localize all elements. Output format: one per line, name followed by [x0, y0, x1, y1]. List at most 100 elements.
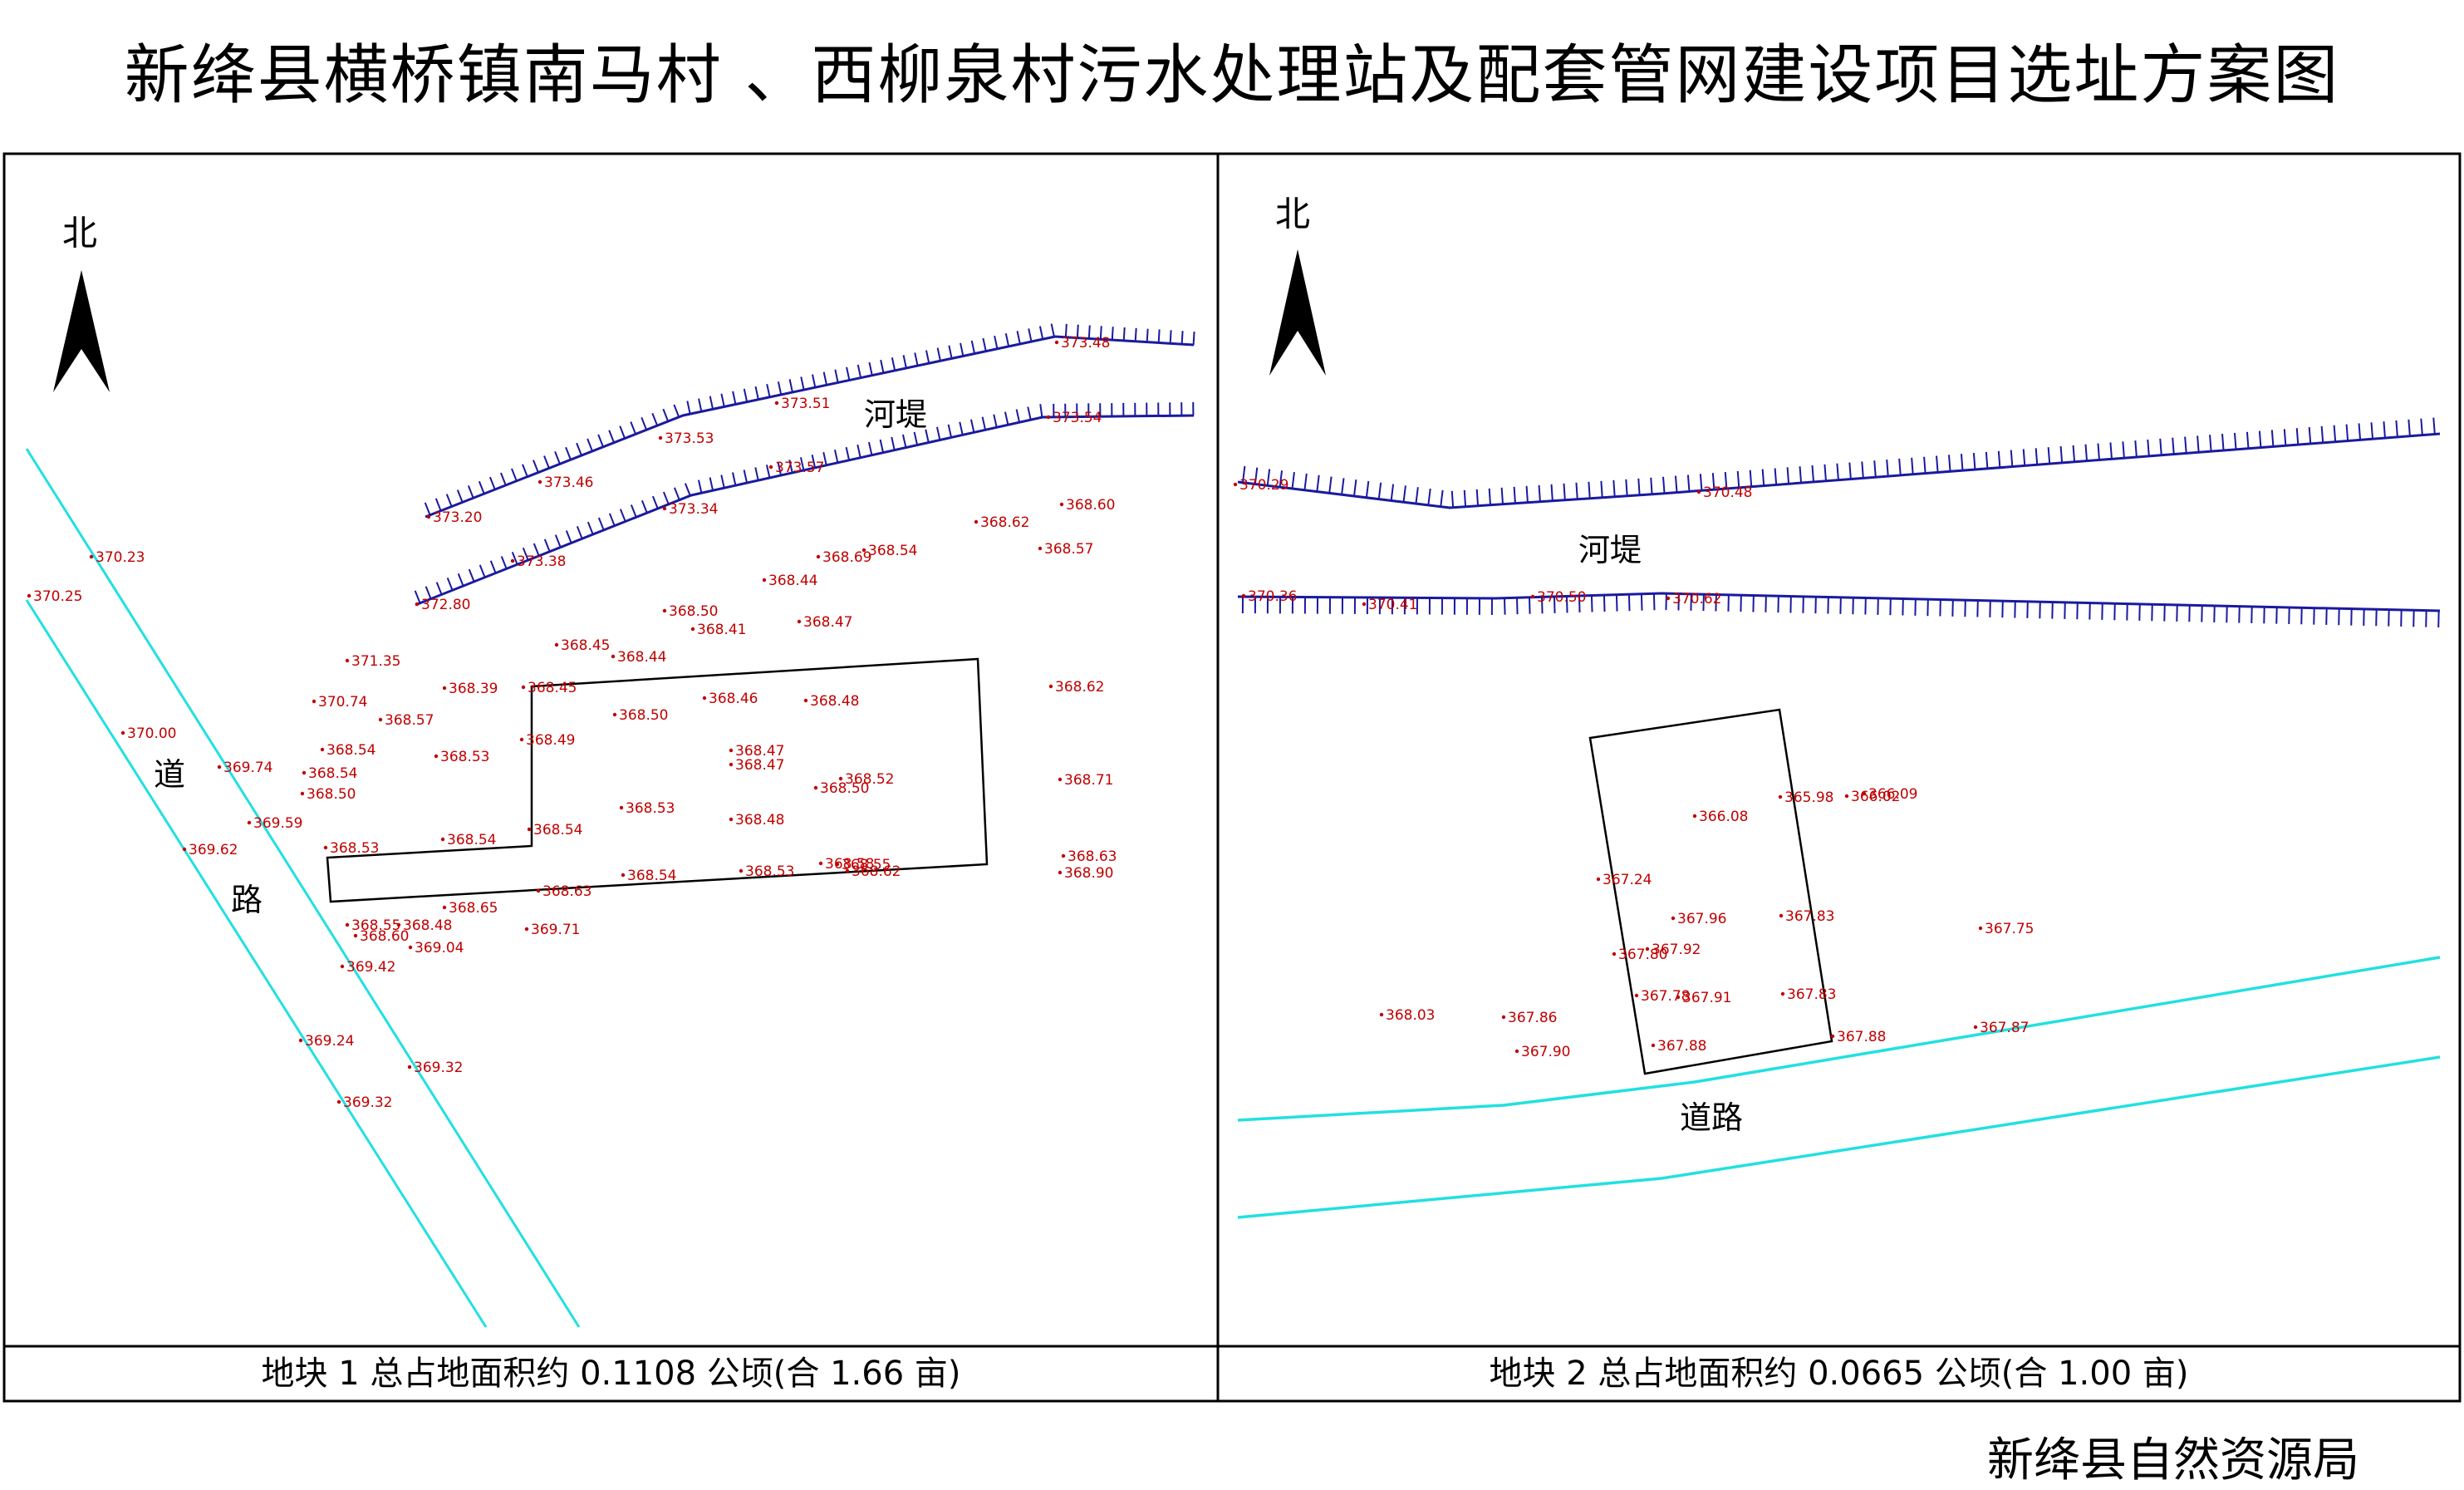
elevation-label: 367.75	[1985, 921, 2034, 937]
survey-point-marker	[1612, 952, 1616, 956]
survey-point-marker	[397, 923, 400, 927]
survey-point-marker	[301, 792, 304, 795]
elevation-label: 373.57	[775, 460, 824, 476]
survey-point-marker	[525, 927, 528, 931]
elevation-label: 367.86	[1508, 1010, 1557, 1026]
survey-point-marker	[763, 578, 766, 582]
elevation-label: 368.62	[980, 514, 1029, 531]
survey-point-marker	[218, 765, 221, 769]
elevation-label: 368.44	[768, 573, 817, 589]
elevation-label: 370.50	[1537, 589, 1586, 606]
survey-point-marker	[1242, 594, 1245, 597]
survey-point-marker	[409, 946, 412, 949]
survey-point-marker	[90, 555, 93, 558]
embankment-label: 河堤	[864, 396, 927, 433]
elevation-label: 368.54	[868, 543, 917, 559]
elevation-label: 366.08	[1699, 809, 1748, 825]
survey-point-marker	[739, 869, 743, 873]
survey-point-marker	[691, 627, 695, 631]
panel-1: 北 道 路 河堤 373.20373.46373.53373.51373.483…	[27, 213, 1195, 1327]
elevation-label: 368.44	[617, 649, 666, 666]
elevation-label: 370.41	[1368, 597, 1417, 613]
elevation-label: 368.60	[360, 928, 409, 945]
elevation-label: 373.20	[433, 509, 482, 526]
survey-point-marker	[775, 401, 778, 405]
survey-point-marker	[703, 696, 706, 700]
survey-point-marker	[1676, 996, 1680, 999]
survey-point-marker	[528, 828, 531, 831]
elevation-label: 369.71	[531, 922, 580, 938]
elevation-label: 367.90	[1521, 1044, 1570, 1060]
embankment-ticks-upper	[1243, 418, 2435, 508]
survey-point-marker	[1697, 490, 1701, 494]
survey-point-marker	[729, 763, 733, 766]
survey-point-marker	[443, 686, 446, 690]
elevation-label: 369.59	[253, 815, 302, 832]
elevation-label: 368.53	[330, 840, 379, 857]
elevation-label: 372.80	[421, 597, 470, 613]
elevation-label: 367.91	[1682, 990, 1731, 1006]
survey-point-marker	[522, 686, 525, 689]
survey-point-marker	[729, 818, 733, 821]
elevation-label: 367.88	[1657, 1038, 1706, 1055]
elevation-label: 370.62	[1672, 591, 1721, 607]
survey-point-marker	[846, 869, 849, 873]
elevation-label: 368.53	[745, 863, 794, 880]
elevation-label: 368.50	[619, 707, 668, 724]
elevation-label: 367.87	[1980, 1020, 2029, 1036]
survey-point-marker	[611, 655, 615, 658]
survey-point-marker	[1979, 927, 1982, 930]
elevation-label: 367.88	[1837, 1029, 1886, 1045]
survey-point-marker	[511, 559, 514, 563]
elevation-label: 368.48	[403, 917, 452, 934]
issuing-agency: 新绛县自然资源局	[1987, 1423, 2359, 1490]
survey-point-marker	[1845, 794, 1848, 798]
road-label: 道路	[1680, 1099, 1743, 1136]
elevation-label: 370.00	[127, 725, 176, 742]
survey-point-marker	[1055, 341, 1058, 344]
survey-point-marker	[299, 1039, 302, 1042]
survey-point-marker	[1646, 947, 1649, 951]
survey-point-marker	[1974, 1025, 1977, 1029]
elevation-label: 367.92	[1652, 942, 1701, 958]
elevation-label: 373.53	[665, 430, 714, 447]
elevation-label: 369.42	[346, 959, 395, 976]
survey-point-marker	[415, 602, 419, 606]
survey-point-marker	[302, 771, 306, 775]
road-lines	[27, 449, 579, 1327]
elevation-label: 365.98	[1784, 789, 1833, 806]
survey-point-marker	[1060, 503, 1063, 506]
embankment-lower	[1238, 593, 2440, 611]
elevation-label: 368.53	[440, 749, 489, 765]
survey-point-marker	[620, 806, 623, 809]
survey-point-marker	[121, 731, 125, 735]
elevation-label: 368.60	[1066, 497, 1115, 514]
north-label: 北	[1275, 194, 1310, 234]
survey-point-marker	[1831, 1035, 1834, 1038]
elevation-label: 368.49	[526, 732, 575, 749]
plot-2-area-caption: 地块 2 总占地面积约 0.0665 公顷(合 1.00 亩)	[1218, 1346, 2460, 1401]
survey-point-marker	[312, 700, 316, 703]
north-arrow-icon	[53, 270, 110, 392]
north-label: 北	[62, 213, 97, 253]
survey-point-marker	[804, 699, 807, 702]
map-frame	[4, 154, 2460, 1401]
elevation-label: 373.46	[544, 475, 593, 491]
survey-point-marker	[798, 620, 801, 623]
elevation-label: 368.45	[561, 637, 610, 654]
road-label-char-2: 路	[231, 882, 263, 918]
elevation-label: 368.63	[1068, 848, 1117, 865]
survey-point-marker	[520, 738, 523, 741]
elevation-label: 368.57	[385, 712, 434, 729]
elevation-label: 368.45	[528, 680, 577, 696]
survey-point-marker	[324, 846, 327, 849]
elevation-label: 371.35	[351, 653, 400, 670]
elevation-label: 370.29	[1239, 477, 1288, 494]
survey-point-marker	[1047, 416, 1050, 419]
survey-point-marker	[337, 1100, 341, 1104]
site-boundary-2	[1590, 710, 1832, 1074]
survey-point-marker	[1380, 1013, 1383, 1016]
survey-point-marker	[621, 873, 625, 877]
